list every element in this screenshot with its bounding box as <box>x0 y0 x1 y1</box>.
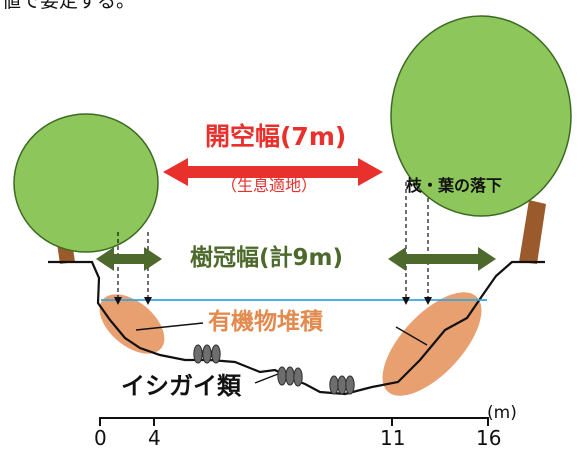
leaf-fall-arrowhead-1 <box>114 297 122 305</box>
leaf-fall-arrowhead-3 <box>402 297 410 305</box>
header-text: 値で要定する。 <box>2 0 136 12</box>
organic-leader-right <box>395 326 428 346</box>
leaf-fall-arrowhead-2 <box>144 297 152 305</box>
right-tree-canopy <box>390 15 572 217</box>
open-width-arrow <box>163 158 383 186</box>
organic-deposit-label: 有機物堆積 <box>208 309 323 335</box>
axis-tick-label: 4 <box>148 426 161 450</box>
left-organic-deposit <box>99 294 165 354</box>
crown-width-arrow-left <box>96 247 162 271</box>
axis-tick-label: 16 <box>476 426 502 450</box>
mussel-icon <box>337 375 347 395</box>
mussel-icon <box>211 344 221 364</box>
axis-unit-label: (m) <box>487 403 517 423</box>
mussel-group-2 <box>277 366 303 387</box>
mussel-icon <box>202 344 212 364</box>
mussel-icon <box>193 344 203 364</box>
mussel-icon <box>285 366 295 386</box>
organic-leader-left <box>135 322 204 331</box>
axis-tick-label: 11 <box>380 426 406 450</box>
right-tree-trunk <box>519 200 546 264</box>
leaf-fall-arrowhead-4 <box>424 297 432 305</box>
mussel-leader <box>254 373 279 384</box>
axis-tick-label: 0 <box>94 426 107 450</box>
mussel-label: イシガイ類 <box>121 372 241 400</box>
mussel-icon <box>329 375 339 395</box>
mussel-group-3 <box>329 375 355 395</box>
habitat-label: （生息適地） <box>221 176 318 195</box>
crown-width-arrow-right <box>388 247 496 271</box>
crown-width-label: 樹冠幅(計9m) <box>190 245 343 271</box>
mussel-icon <box>293 367 303 387</box>
left-tree-canopy <box>13 113 159 253</box>
leaf-fall-label: 枝・葉の落下 <box>406 176 503 195</box>
open-width-label: 開空幅(7m) <box>205 122 347 151</box>
mussel-group-1 <box>193 344 221 364</box>
mussel-icon <box>345 375 355 395</box>
mussel-icon <box>277 366 287 386</box>
